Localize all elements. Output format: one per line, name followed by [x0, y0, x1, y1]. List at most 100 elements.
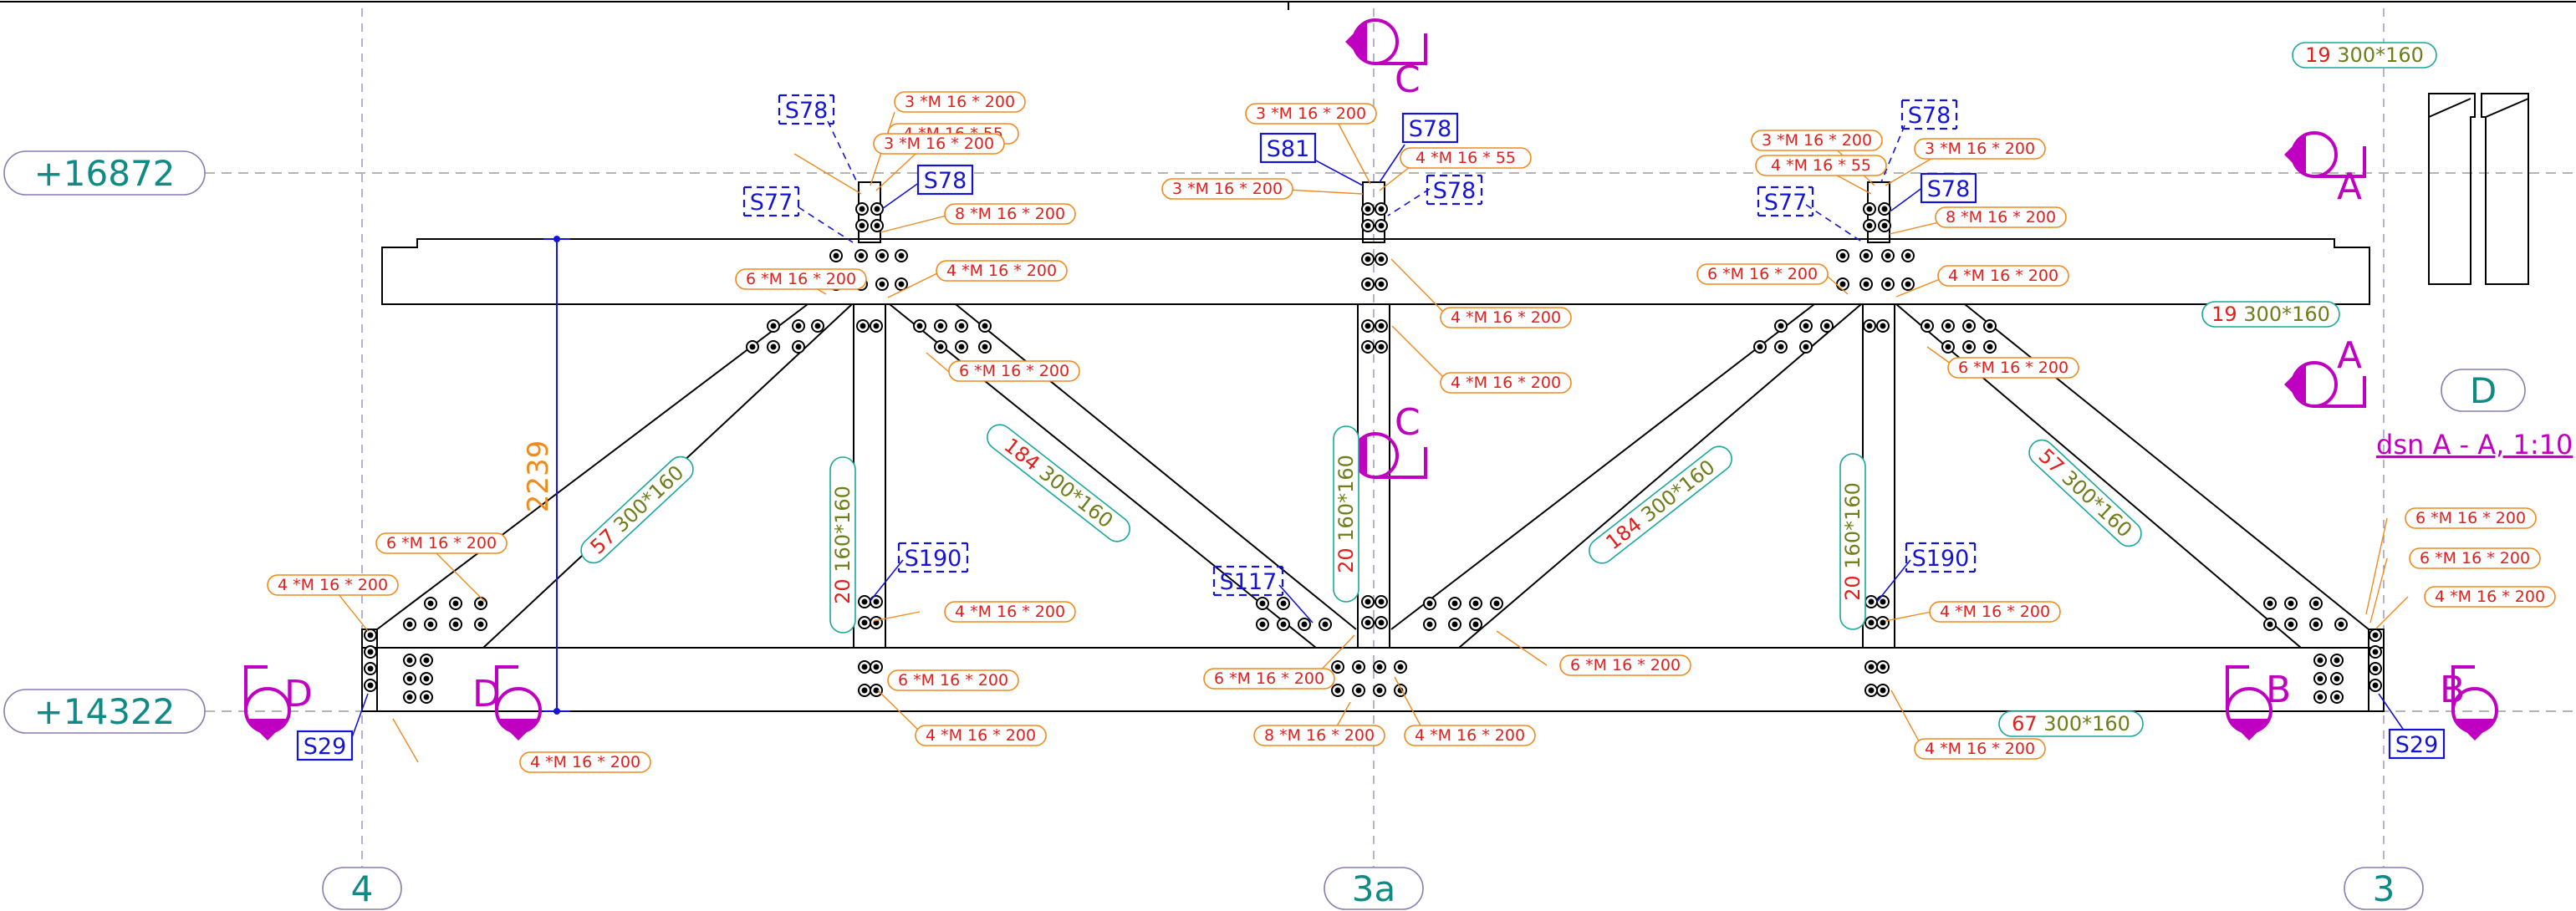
bolt [1352, 684, 1365, 697]
bolt [403, 690, 416, 704]
section-cut-c: C [1345, 18, 1427, 101]
bolt-tag: 3 *M 16 * 200 [1245, 103, 1377, 125]
plate-tag: S29 [296, 730, 354, 761]
bolt [1375, 616, 1388, 629]
bolt [1799, 340, 1813, 354]
bolt [2263, 618, 2277, 631]
bolt [474, 618, 487, 631]
bolt-tag: 4 *M 16 * 200 [936, 260, 1068, 282]
plate-tag: S78 [1920, 172, 1977, 204]
bolt [1361, 252, 1375, 266]
bolt [1799, 319, 1813, 333]
bolt-tag: 4 *M 16 * 200 [944, 601, 1076, 623]
bolt-tag: 4 *M 16 * 200 [267, 574, 399, 596]
bolt-tag-text: 6 *M 16 * 200 [1570, 656, 1681, 674]
bolt [1878, 219, 1891, 232]
member-tag-text: 184 300*160 [1601, 456, 1719, 555]
bolt-tag: 4 *M 16 * 200 [1929, 601, 2061, 623]
bolt [1375, 219, 1388, 232]
bolt [1256, 597, 1269, 610]
bolt-tag-text: 6 *M 16 * 200 [746, 270, 856, 288]
bolt [1901, 277, 1915, 291]
plate-tag: S78 [1426, 174, 1483, 206]
bolt [1490, 597, 1503, 610]
bolt [870, 684, 883, 697]
member-tag-text: 57 300*160 [2034, 444, 2137, 542]
bolt-tag: 6 *M 16 * 200 [1947, 357, 2079, 379]
bolt-tag-text: 4 *M 16 * 200 [1948, 267, 2058, 285]
bolt [1876, 319, 1890, 333]
bolt [1423, 597, 1436, 610]
section-cut-d: D [244, 665, 313, 741]
bolt-tag: 4 *M 16 * 200 [2424, 586, 2556, 608]
member-tag-text: 20 160*160 [1841, 482, 1864, 601]
bolt-tag: 6 *M 16 * 200 [735, 268, 867, 290]
bolt [449, 618, 462, 631]
axis-label-d: D [2470, 370, 2497, 411]
bolt [858, 684, 871, 697]
bolt [1331, 660, 1344, 674]
axis-marker-d: D [2441, 369, 2526, 412]
bolt-tag-text: 6 *M 16 * 200 [898, 671, 1008, 690]
bolt [1863, 219, 1876, 232]
bolt-tag-text: 4 *M 16 * 200 [278, 576, 388, 594]
bolt [1277, 597, 1290, 610]
member-tag: 20 160*160 [1333, 425, 1359, 603]
bolt [858, 595, 871, 608]
bolt [858, 616, 871, 629]
bolt [2334, 618, 2348, 631]
bolt [1983, 319, 1997, 333]
bolt [1876, 684, 1890, 697]
bolt [978, 319, 992, 333]
member-tag: 20 160*160 [1839, 453, 1866, 630]
bolt-tag: 6 *M 16 * 200 [2409, 547, 2541, 569]
axis-label-3a: 3a [1352, 868, 1395, 909]
bolt [870, 219, 884, 232]
plate-tag: S78 [1401, 112, 1459, 144]
bolt [1962, 340, 1976, 354]
bolt [746, 340, 759, 354]
bolt [1983, 340, 1997, 354]
bolt [1859, 249, 1873, 262]
section-cut-label: C [1395, 401, 1421, 444]
bolt-tag: 4 *M 16 * 200 [1404, 725, 1536, 746]
bolt-tag-text: 3 *M 16 * 200 [884, 135, 994, 153]
section-cut-label: A [2337, 165, 2362, 208]
plate-tag-text: S81 [1267, 136, 1310, 162]
member-tag: 184 300*160 [1589, 445, 1732, 564]
bolt [1319, 618, 1332, 631]
section-cut-label: B [2266, 669, 2291, 711]
bolt [978, 340, 992, 354]
bolt [1864, 684, 1878, 697]
bolt [1836, 277, 1849, 291]
bolt [955, 340, 968, 354]
bolt [1361, 219, 1375, 232]
bolt-tag: 3 *M 16 * 200 [894, 91, 1026, 113]
bolt [811, 319, 824, 333]
plate-tag: S78 [1900, 99, 1958, 130]
bolt-tag-text: 4 *M 16 * 200 [1925, 740, 2035, 758]
bolt [1469, 618, 1482, 631]
bolt [364, 645, 377, 659]
bolt [1881, 277, 1895, 291]
bolt [870, 660, 883, 674]
bolt [1878, 202, 1891, 216]
bolt [1298, 618, 1311, 631]
level-label-top: +16872 [34, 153, 176, 194]
bolt [1859, 277, 1873, 291]
bolt [424, 618, 437, 631]
section-cut-b: B [2226, 665, 2291, 741]
top-chord [381, 238, 2370, 305]
bolt [2369, 645, 2382, 659]
section-cut-d: D [472, 665, 542, 741]
bolt-tag-text: 3 *M 16 * 200 [1256, 104, 1366, 123]
level-label-bottom: +14322 [34, 691, 176, 732]
bolt-tag-text: 6 *M 16 * 200 [959, 362, 1069, 380]
bolt [364, 662, 377, 675]
plate-tag-text: S190 [905, 546, 962, 572]
bolt [1774, 319, 1788, 333]
bolt [792, 319, 805, 333]
